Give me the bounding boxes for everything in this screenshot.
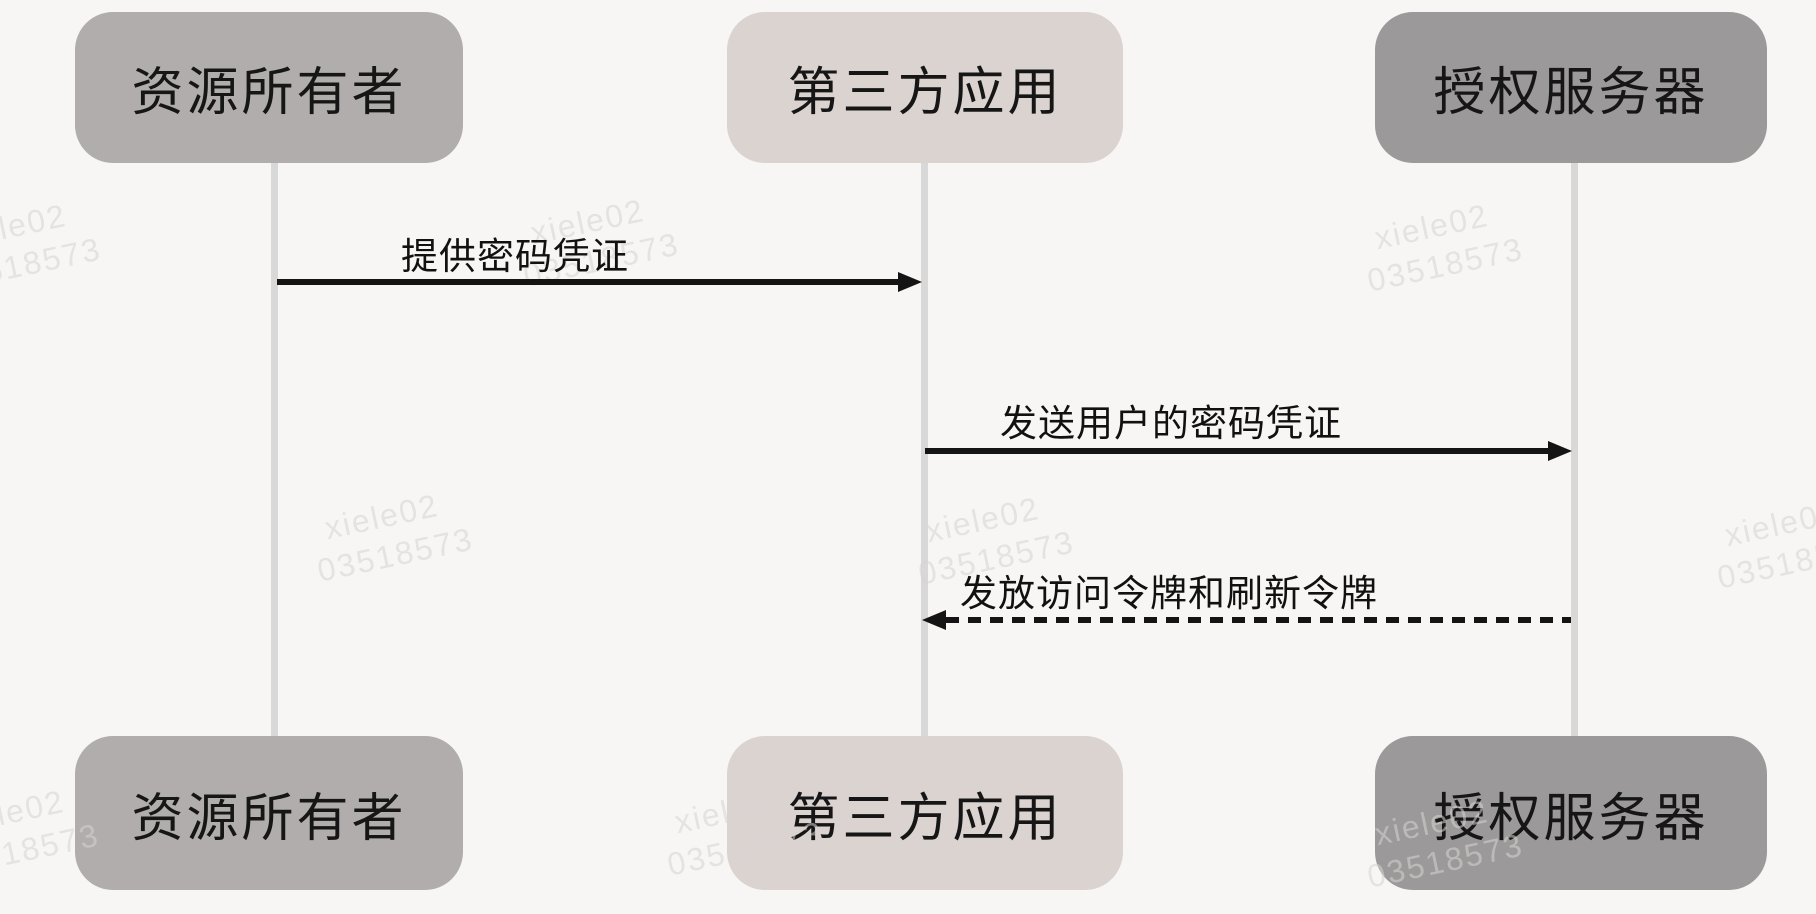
watermark-line2: 03518573 (314, 520, 477, 589)
watermark-line1: xiele02 (922, 489, 1043, 550)
arrowhead-left-icon (922, 610, 946, 630)
watermark-line2: 03518573 (1714, 527, 1816, 596)
actor-box-auth-server-top: 授权服务器 (1375, 12, 1767, 163)
actor-label-resource-owner: 资源所有者 (131, 789, 407, 848)
message-3-label: 发放访问令牌和刷新令牌 (960, 573, 1378, 614)
watermark-line2: 03518573 (0, 230, 105, 299)
message-2-line (925, 448, 1550, 454)
watermark: xiele02 03518573 (305, 479, 477, 590)
actor-label-resource-owner: 资源所有者 (131, 64, 407, 122)
watermark-line1: xiele02 (0, 196, 70, 257)
actor-box-third-party-app-bottom: 第三方应用 (727, 736, 1123, 890)
watermark: xiele02 03518573 (1705, 486, 1816, 597)
watermark-line2: 03518573 (1364, 230, 1527, 299)
actor-label-third-party-app: 第三方应用 (787, 64, 1063, 122)
watermark: xiele02 03518573 (1355, 189, 1527, 300)
watermark-line1: xiele02 (321, 486, 442, 547)
actor-box-third-party-app-top: 第三方应用 (727, 12, 1123, 163)
lifeline-resource-owner (271, 163, 278, 736)
actor-label-auth-server: 授权服务器 (1433, 64, 1709, 122)
message-3-line (946, 617, 1571, 623)
watermark-line1: xiele02 (1721, 493, 1816, 554)
actor-box-resource-owner-top: 资源所有者 (75, 12, 463, 163)
arrowhead-right-icon (1548, 441, 1572, 461)
message-2-label: 发送用户的密码凭证 (1000, 403, 1342, 444)
arrowhead-right-icon (898, 272, 922, 292)
lifeline-third-party-app (921, 163, 928, 736)
message-1-label: 提供密码凭证 (401, 236, 629, 277)
actor-label-auth-server: 授权服务器 (1433, 789, 1709, 848)
watermark-line1: xiele02 (1371, 196, 1492, 257)
actor-box-resource-owner-bottom: 资源所有者 (75, 736, 463, 890)
actor-label-third-party-app: 第三方应用 (787, 789, 1063, 848)
actor-box-auth-server-bottom: 授权服务器 (1375, 736, 1767, 890)
lifeline-auth-server (1571, 163, 1578, 736)
message-1-line (277, 279, 900, 285)
watermark: xiele02 03518573 (0, 189, 105, 300)
